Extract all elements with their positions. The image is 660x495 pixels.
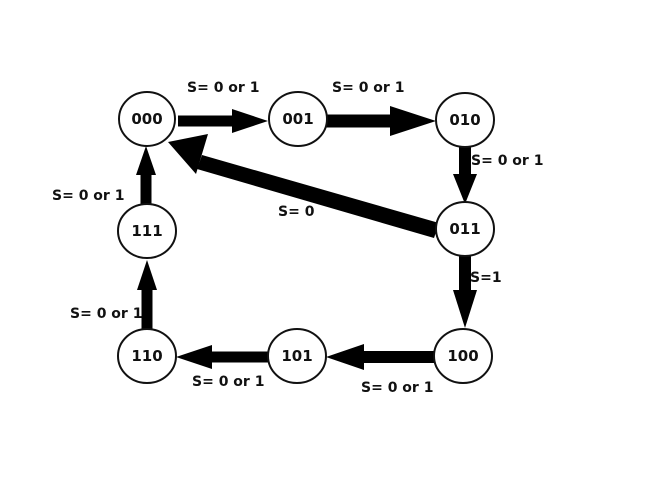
label-100-to-101: S= 0 or 1 xyxy=(361,380,433,396)
arrow-010-to-011 xyxy=(453,147,477,204)
label-011-to-000: S= 0 xyxy=(278,204,315,220)
arrow-011-to-100 xyxy=(453,256,477,328)
state-nodes: 000 001 010 011 100 101 xyxy=(117,91,495,384)
state-label-011: 011 xyxy=(449,220,480,238)
state-label-101: 101 xyxy=(281,347,312,365)
state-node-110: 110 xyxy=(117,328,177,384)
label-010-to-011: S= 0 or 1 xyxy=(471,153,543,169)
transition-arrows xyxy=(136,106,477,370)
arrow-111-to-000 xyxy=(136,146,156,206)
label-000-to-001: S= 0 or 1 xyxy=(187,80,259,96)
arrow-000-to-001 xyxy=(178,109,268,133)
state-label-111: 111 xyxy=(131,222,162,240)
state-node-001: 001 xyxy=(268,91,328,147)
state-node-000: 000 xyxy=(118,91,176,147)
label-110-to-111: S= 0 or 1 xyxy=(70,306,142,322)
state-label-110: 110 xyxy=(131,347,162,365)
state-label-000: 000 xyxy=(131,110,162,128)
state-node-011: 011 xyxy=(435,201,495,257)
transition-labels: S= 0 or 1 S= 0 or 1 S= 0 or 1 S= 0 S=1 S… xyxy=(52,80,543,396)
state-node-111: 111 xyxy=(117,203,177,259)
arrow-100-to-101 xyxy=(326,344,435,370)
label-001-to-010: S= 0 or 1 xyxy=(332,80,404,96)
label-111-to-000: S= 0 or 1 xyxy=(52,188,124,204)
state-label-010: 010 xyxy=(449,111,480,129)
label-011-to-100: S=1 xyxy=(470,270,502,286)
state-node-101: 101 xyxy=(267,328,327,384)
state-node-010: 010 xyxy=(435,92,495,148)
arrow-101-to-110 xyxy=(176,345,268,369)
state-label-100: 100 xyxy=(447,347,478,365)
arrow-110-to-111 xyxy=(137,260,157,330)
state-node-100: 100 xyxy=(433,328,493,384)
state-label-001: 001 xyxy=(282,110,313,128)
label-101-to-110: S= 0 or 1 xyxy=(192,374,264,390)
arrow-011-to-000 xyxy=(168,134,439,238)
arrow-001-to-010 xyxy=(326,106,436,136)
